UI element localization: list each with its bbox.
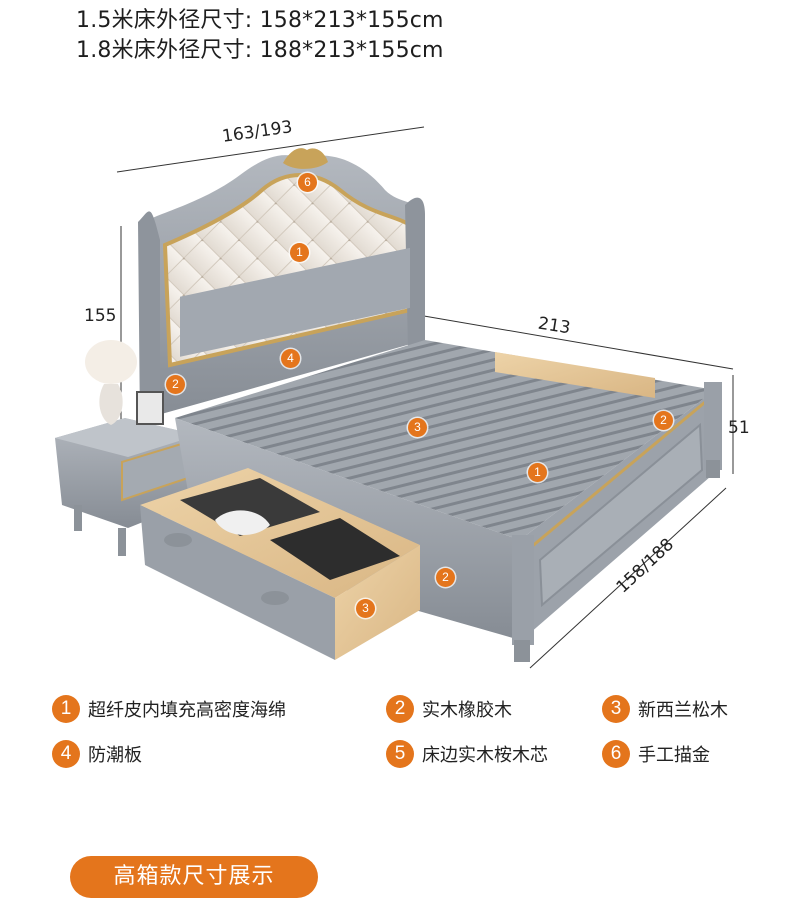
dimension-lines [116,126,734,669]
spec-lines: 1.5米床外径尺寸: 158*213*155cm 1.8米床外径尺寸: 188*… [76,6,444,66]
lamp-shade [85,340,137,384]
legend-item: 5 床边实木桉木芯 [386,739,548,769]
legend-label: 床边实木桉木芯 [422,745,548,766]
legend-number: 6 [602,740,630,768]
spec-line-2: 1.8米床外径尺寸: 188*213*155cm [76,38,444,63]
callout-badge: 3 [408,418,427,437]
bed-drawing [55,126,734,669]
legend-item: 3 新西兰松木 [602,694,728,724]
legend-label: 超纤皮内填充高密度海绵 [88,700,286,721]
legend-label: 手工描金 [638,745,710,766]
legend-number: 1 [52,695,80,723]
legend-number: 3 [602,695,630,723]
spec-line-1: 1.5米床外径尺寸: 158*213*155cm [76,8,444,33]
callout-badge: 3 [356,599,375,618]
legend-item: 6 手工描金 [602,739,710,769]
storage-drawers [140,352,655,660]
legend-label: 实木橡胶木 [422,700,512,721]
bed-illustration: 163/193 155 213 51 158/188 6 1 4 2 3 2 1… [55,117,750,669]
gilded-crest [283,148,328,169]
callout-badge: 2 [166,375,185,394]
materials-legend: 1 超纤皮内填充高密度海绵 2 实木橡胶木 3 新西兰松木 4 防潮板 5 床边… [52,692,752,776]
callout-badge: 4 [281,349,300,368]
legend-label: 防潮板 [88,745,142,766]
legend-number: 4 [52,740,80,768]
callout-badge: 6 [298,173,317,192]
high-box-size-button[interactable]: 高箱款尺寸展示 [70,856,318,898]
photo-frame [136,391,164,425]
dim-line-outer-width [529,487,727,669]
legend-number: 5 [386,740,414,768]
lamp-base [99,384,123,425]
dim-line-width [116,126,425,173]
dim-height-label: 155 [84,306,117,326]
legend-item: 2 实木橡胶木 [386,694,512,724]
callout-badge: 1 [290,243,309,262]
callout-badge: 1 [528,463,547,482]
callout-badge: 2 [436,568,455,587]
dim-line-length [423,315,734,370]
legend-item: 1 超纤皮内填充高密度海绵 [52,694,286,724]
legend-label: 新西兰松木 [638,700,728,721]
legend-number: 2 [386,695,414,723]
legend-item: 4 防潮板 [52,739,142,769]
dim-foot-label: 51 [728,418,750,438]
bed-frame [175,340,722,662]
headboard [138,148,425,425]
callout-badge: 2 [654,411,673,430]
